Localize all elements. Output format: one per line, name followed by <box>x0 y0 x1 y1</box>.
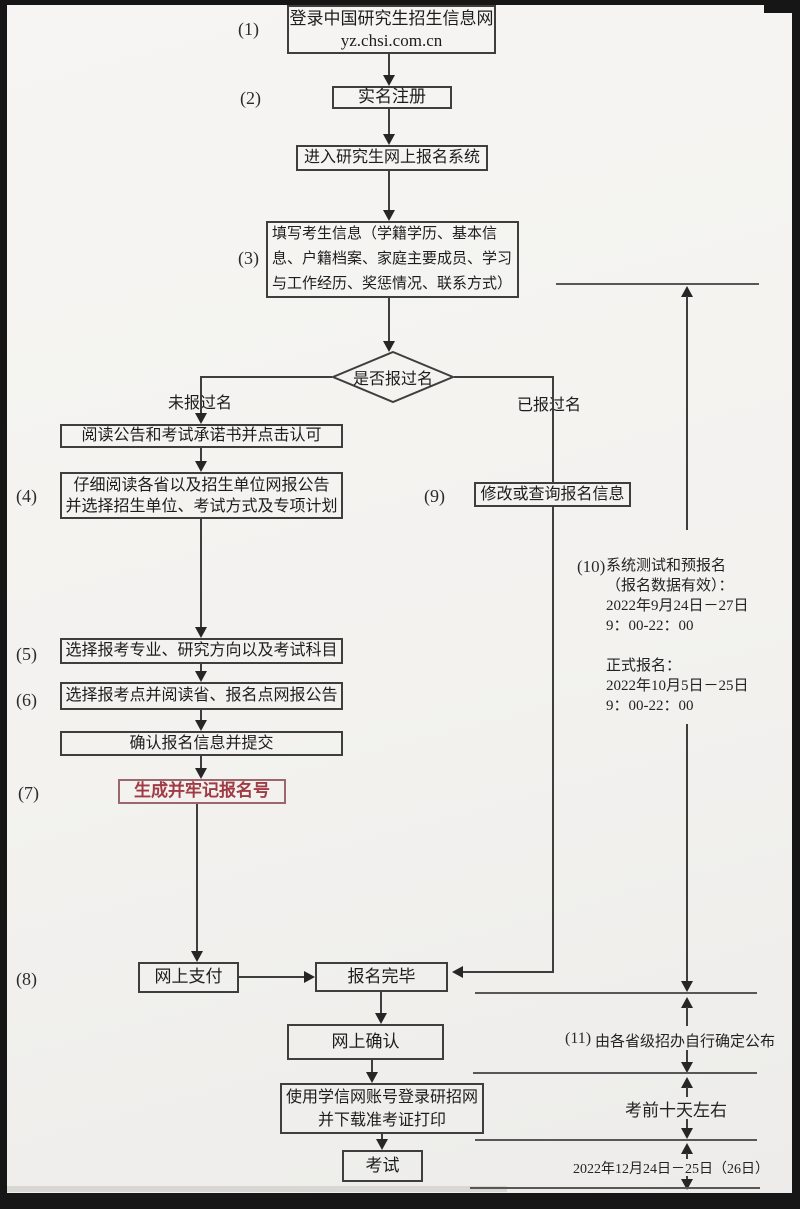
arrowhead-province <box>195 461 207 472</box>
arrowhead-enter <box>383 134 395 145</box>
connector-branch-left <box>202 376 332 378</box>
connector-done-onlineconfirm <box>380 992 382 1013</box>
node-enter-system: 进入研究生网上报名系统 <box>296 145 488 171</box>
step-number-7: (7) <box>18 783 39 803</box>
node-register: 实名注册 <box>332 86 452 109</box>
step-number-9: (9) <box>424 486 445 506</box>
connector-download-exam <box>381 1134 383 1139</box>
connector-login-register <box>388 54 390 76</box>
arrowhead-exam <box>376 1139 388 1150</box>
node-done: 报名完毕 <box>315 962 448 992</box>
timeline-arrow-down-12 <box>681 1128 693 1139</box>
arrowhead-confirm <box>195 720 207 731</box>
timeline-arrow-up-11 <box>681 997 693 1008</box>
timeline-line-10-lower <box>686 724 688 982</box>
connector-id-pay <box>196 804 198 951</box>
arrowhead-decision <box>383 341 395 352</box>
timeline-line-13-lower <box>686 1176 688 1180</box>
arrowhead-read-notice <box>195 413 207 424</box>
timeline-line-11-upper <box>686 1007 688 1026</box>
connector-enter-fill <box>388 171 390 211</box>
connector-onlineconfirm-download <box>371 1060 373 1072</box>
timeline-rule-top <box>556 283 759 285</box>
node-read-province: 仔细阅读各省以及招生单位网报公告 并选择招生单位、考试方式及专项计划 <box>60 472 343 519</box>
arrowhead-pay <box>191 951 203 962</box>
timeline-label-exam-date: 2022年12月24日－25日（26日） <box>573 1162 769 1177</box>
connector-left-branch-down <box>200 376 202 414</box>
node-login: 登录中国研究生招生信息网 yz.chsi.com.cn <box>287 5 496 54</box>
timeline-rule-3 <box>473 1072 757 1074</box>
node-read-notice: 阅读公告和考试承诺书并点击认可 <box>60 424 343 448</box>
node-fill-info: 填写考生信息（学籍学历、基本信息、户籍档案、家庭主要成员、学习与工作经历、奖惩情… <box>266 221 519 298</box>
timeline-rule-4 <box>475 1139 757 1141</box>
timeline-arrow-down-10 <box>681 981 693 992</box>
timeline-rule-bottom <box>470 1187 760 1189</box>
arrowhead-done <box>304 971 315 983</box>
connector-register-enter <box>388 109 390 135</box>
timeline-label-exam-10days: 考前十天左右 <box>625 1101 727 1120</box>
frame-left <box>0 0 7 1209</box>
step-number-6: (6) <box>16 690 37 710</box>
arrowhead-fill <box>383 210 395 221</box>
connector-province-major <box>200 519 202 627</box>
step-number-5: (5) <box>16 644 37 664</box>
branch-label-registered: 已报过名 <box>517 397 582 414</box>
connector-branch-right <box>454 376 554 378</box>
decision-label: 是否报过名 <box>352 371 433 388</box>
arrowhead-major <box>195 627 207 638</box>
connector-registered-down <box>552 376 554 972</box>
connector-pay-done <box>239 976 304 978</box>
connector-site-confirm <box>200 710 202 720</box>
frame-right <box>792 0 800 1209</box>
connector-registered-elbow <box>463 971 554 973</box>
node-pay: 网上支付 <box>138 962 239 993</box>
timeline-line-13-upper <box>686 1153 688 1159</box>
node-remember-id: 生成并牢记报名号 <box>118 779 286 804</box>
timeline-line-12-upper <box>686 1087 688 1097</box>
frame-bottom-shadow <box>7 1186 507 1192</box>
step-number-3: (3) <box>238 248 259 268</box>
timeline-arrow-up-13 <box>681 1143 693 1154</box>
arrowhead-done-from-right <box>452 966 463 978</box>
step-number-2: (2) <box>240 88 261 108</box>
arrowhead-download <box>366 1072 378 1083</box>
arrowhead-site <box>195 671 207 682</box>
connector-fill-decision <box>388 298 390 341</box>
decision-diamond-shape <box>331 351 455 403</box>
timeline-label-11: 由各省级招办自行确定公布 <box>595 1034 776 1050</box>
node-download-ticket: 使用学信网账号登录研招网 并下载准考证打印 <box>280 1083 484 1134</box>
step-number-11: (11) <box>565 1030 592 1047</box>
node-modify: 修改或查询报名信息 <box>474 482 631 507</box>
connector-confirm-id <box>200 756 202 768</box>
step-number-4: (4) <box>16 486 37 506</box>
frame-top <box>0 0 800 5</box>
arrowhead-register <box>383 75 395 86</box>
step-number-10: (10) <box>577 557 606 576</box>
node-choose-major: 选择报考专业、研究方向以及考试科目 <box>60 638 343 664</box>
node-exam: 考试 <box>342 1150 423 1182</box>
timeline-rule-2 <box>475 992 757 994</box>
timeline-arrow-down-13 <box>681 1179 693 1190</box>
timeline-line-12-lower <box>686 1119 688 1129</box>
frame-bottom <box>0 1193 800 1209</box>
arrowhead-onlineconfirm <box>375 1013 387 1024</box>
step-number-8: (8) <box>16 969 37 989</box>
timeline-label-10: 系统测试和预报名 （报名数据有效）： 2022年9月24日－27日 9：00-2… <box>606 558 749 714</box>
connector-major-site <box>200 664 202 671</box>
frame-corner-top-right <box>764 0 800 13</box>
connector-notice-province <box>200 448 202 461</box>
timeline-arrow-down-11 <box>681 1062 693 1073</box>
step-number-1: (1) <box>238 19 259 39</box>
node-choose-site: 选择报考点并阅读省、报名点网报公告 <box>60 682 343 710</box>
timeline-arrow-up-12 <box>681 1077 693 1088</box>
timeline-line-10-upper <box>686 296 688 530</box>
timeline-arrow-up-10 <box>681 286 693 297</box>
node-online-confirm: 网上确认 <box>287 1024 444 1060</box>
timeline-line-11-lower <box>686 1050 688 1063</box>
arrowhead-id <box>195 768 207 779</box>
node-confirm-submit: 确认报名信息并提交 <box>60 731 343 756</box>
